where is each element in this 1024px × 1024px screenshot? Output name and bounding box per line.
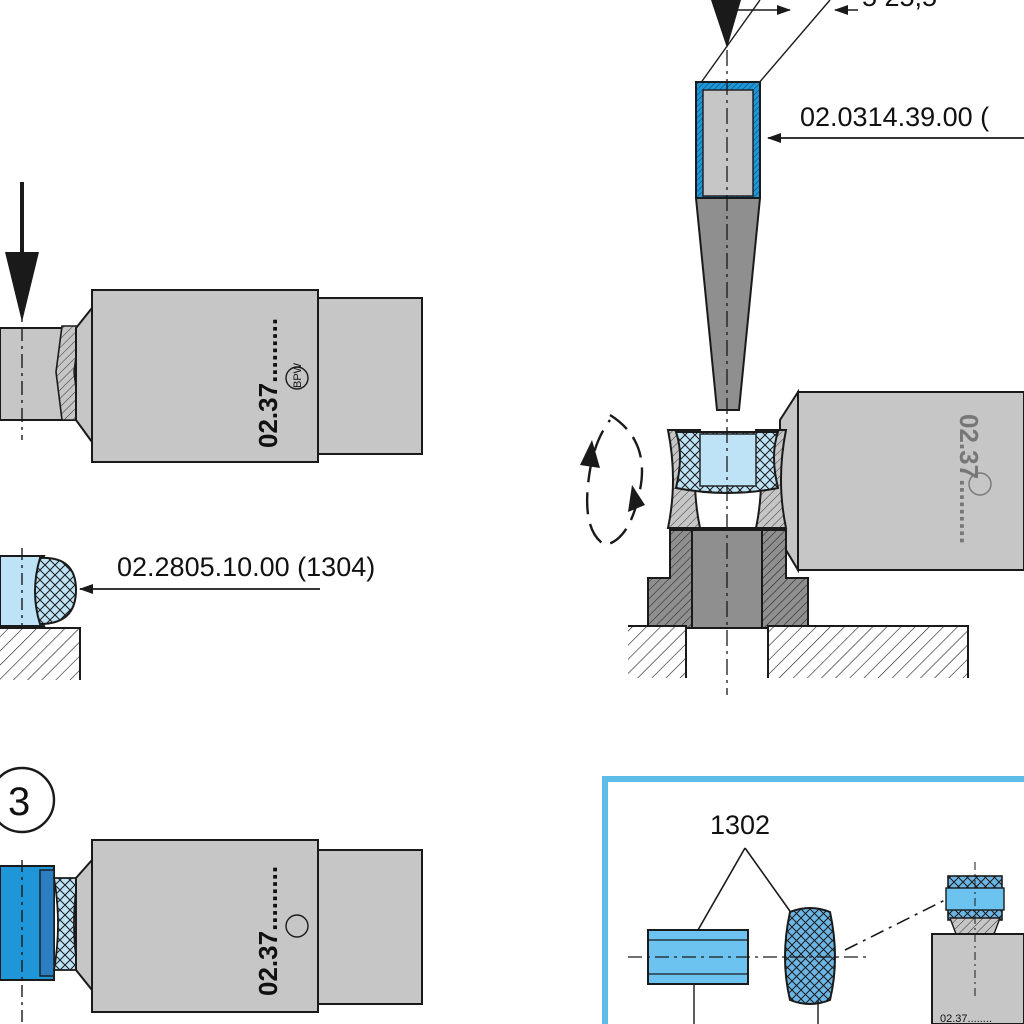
panel-step-3: 3 02.37.........	[0, 766, 423, 1024]
rotate-arrow-icon	[585, 413, 644, 547]
dimension-label: 5 25,5	[862, 0, 937, 12]
step-number: 3	[8, 780, 30, 824]
stamp-text: 02.37.........	[253, 318, 283, 448]
tool-label-1: 02.0314.39.00 (	[800, 102, 989, 132]
bpw-logo-icon	[285, 914, 309, 938]
panel-press-in: 5 25,5 02.0314.39.00 ( 02.37.........	[580, 0, 1024, 695]
spring-leaf	[317, 297, 423, 455]
bpw-logo-icon: BPW	[285, 362, 309, 390]
spring-eye-body	[91, 289, 319, 463]
bpw-logo-icon	[968, 472, 992, 496]
spring-eye-body	[91, 839, 319, 1013]
spring-eye-body	[797, 391, 1024, 571]
inset-part-label: 1302	[710, 810, 770, 840]
press-arrow-icon	[711, 0, 741, 48]
stamp-text: 02.37.........	[253, 866, 283, 996]
press-arrow-icon	[5, 252, 39, 322]
panel-press-out: 02.37......... BPW 02.2805.10.00 (1304)	[0, 182, 423, 680]
svg-text:BPW: BPW	[292, 362, 304, 388]
pressing-mandrel	[694, 197, 762, 411]
inset-parts: 1302 02.37........	[602, 776, 1024, 1024]
step-badge	[0, 766, 56, 834]
tool-label-2: 02.2805.10.00 (1304)	[117, 552, 375, 582]
stamp-text: 02.37.........	[954, 414, 984, 544]
rubber-bush	[784, 907, 836, 1005]
spring-eye-small	[931, 933, 1024, 1024]
stamp-text-inset: 02.37........	[940, 1013, 992, 1024]
